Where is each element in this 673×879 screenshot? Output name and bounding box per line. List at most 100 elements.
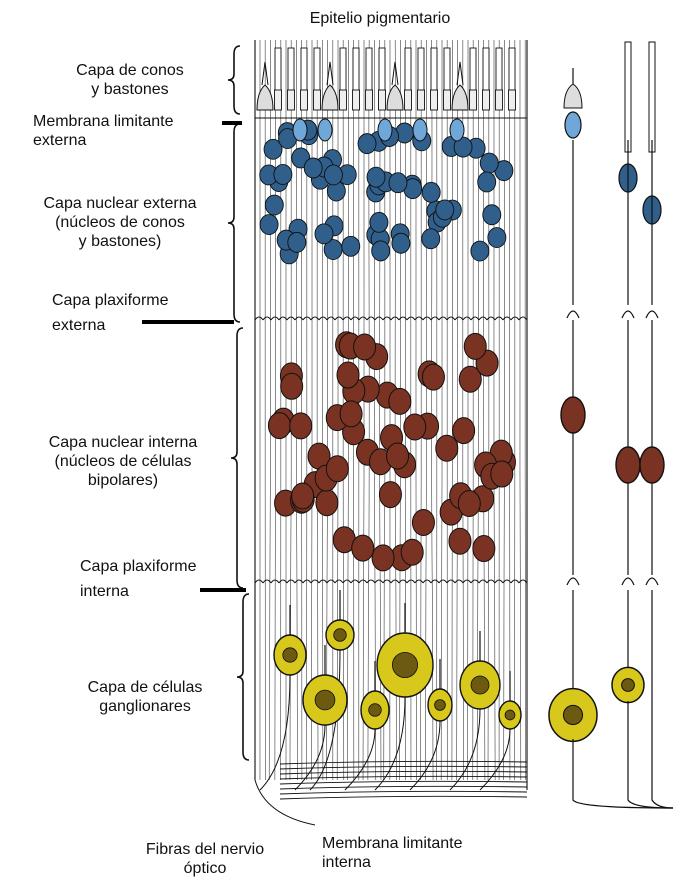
- synaptic-junction: [367, 317, 375, 320]
- rod-nucleus: [274, 164, 292, 184]
- inner-nuclear-layer-label: Capa nuclear interna(núcleos de célulasb…: [18, 433, 228, 490]
- rod-nucleus: [265, 195, 283, 215]
- ganglion-cell-nucleus: [334, 629, 347, 642]
- synaptic-junction: [327, 580, 335, 583]
- synaptic-terminal: [622, 311, 634, 318]
- ganglion-axon: [410, 721, 440, 790]
- rod-inner-segment: [483, 90, 490, 110]
- bipolar-nucleus: [453, 418, 475, 444]
- synaptic-terminal: [567, 311, 579, 318]
- rod-inner-segment: [405, 90, 412, 110]
- synaptic-junction: [391, 580, 399, 583]
- synaptic-junction: [255, 580, 263, 583]
- rod-inner-segment: [431, 90, 438, 110]
- ganglion-cell-nucleus: [392, 652, 417, 677]
- rod-inner-segment: [444, 90, 451, 110]
- muller-fiber: [317, 40, 318, 780]
- layer-brace: [231, 328, 243, 588]
- optic-nerve-fiber: [280, 766, 527, 769]
- ganglion-cell-nucleus: [369, 704, 382, 717]
- ganglion-axon: [450, 709, 480, 790]
- ganglion-cell-nucleus: [471, 676, 489, 694]
- synaptic-junction: [471, 317, 479, 320]
- synaptic-junction: [351, 317, 359, 320]
- synaptic-junction: [431, 317, 439, 320]
- rod-nucleus: [480, 153, 498, 173]
- cone-nucleus: [565, 112, 581, 138]
- synaptic-junction: [463, 580, 471, 583]
- rod-nucleus: [389, 173, 407, 193]
- outer-nuclear-layer-nuclei: [260, 119, 513, 264]
- bipolar-nucleus: [326, 456, 348, 482]
- rod-nucleus: [372, 241, 390, 261]
- bipolar-nucleus: [268, 413, 290, 439]
- synaptic-junction: [375, 580, 383, 583]
- rod-inner-segment: [314, 90, 321, 110]
- bipolar-nucleus: [473, 536, 495, 562]
- synaptic-junction: [375, 317, 383, 320]
- optic-nerve-fibers-label: Fibras del nervioóptico: [120, 840, 290, 878]
- synaptic-junction: [319, 580, 327, 583]
- inner-limiting-membrane-label: Membrana limitanteinterna: [322, 834, 512, 872]
- bipolar-nucleus: [372, 545, 394, 571]
- bipolar-cell-body: [561, 397, 585, 433]
- ganglion-cell-nucleus: [283, 648, 297, 662]
- ganglion-axon: [295, 725, 325, 790]
- synaptic-junction: [287, 580, 295, 583]
- bipolar-nucleus: [316, 490, 338, 516]
- cone-nucleus: [378, 119, 392, 141]
- rod-nucleus: [315, 224, 333, 244]
- bipolar-nucleus: [387, 443, 409, 469]
- synaptic-junction: [359, 580, 367, 583]
- synaptic-terminal: [567, 578, 579, 585]
- ganglion-axon: [628, 701, 673, 808]
- rod-inner-segment: [509, 90, 516, 110]
- layer-brace: [228, 46, 240, 114]
- rod-inner-segment: [353, 90, 360, 110]
- rod-nucleus: [370, 212, 388, 232]
- outer-plexiform-layer-pointer: [142, 320, 234, 324]
- bipolar-nucleus: [412, 509, 434, 535]
- layer-braces: [228, 46, 249, 760]
- rod-nucleus: [367, 167, 385, 187]
- rod-inner-segment: [496, 90, 503, 110]
- ganglion-axon: [573, 739, 673, 808]
- ganglion-cell-nucleus: [622, 679, 635, 692]
- rod-nucleus: [358, 134, 376, 154]
- synaptic-junction: [343, 317, 351, 320]
- synaptic-junction: [479, 317, 487, 320]
- synaptic-junction: [271, 317, 279, 320]
- rod-outer-segment: [649, 42, 655, 152]
- bipolar-nucleus: [337, 362, 359, 388]
- bipolar-nucleus: [464, 333, 486, 359]
- outer-plexiform-layer-label: Capa plaxiformeexterna: [52, 291, 232, 335]
- outer-limiting-membrane-label: Membrana limitanteexterna: [33, 112, 233, 150]
- synaptic-junction: [423, 317, 431, 320]
- bipolar-cell-body: [640, 447, 664, 483]
- rod-nucleus: [392, 233, 410, 253]
- bipolar-nucleus: [281, 373, 303, 399]
- synaptic-junction: [327, 317, 335, 320]
- pigment-epithelium-label: Epitelio pigmentario: [285, 9, 475, 28]
- inner-plexiform-layer-label: Capa plaxiformeinterna: [80, 557, 250, 601]
- bipolar-nucleus: [290, 413, 312, 439]
- bipolar-nucleus: [449, 528, 471, 554]
- bipolar-nucleus: [401, 539, 423, 565]
- synaptic-junction: [455, 317, 463, 320]
- synaptic-junction: [455, 580, 463, 583]
- synaptic-terminal: [622, 578, 634, 585]
- inner-plexiform-layer-pointer: [200, 588, 246, 592]
- optic-nerve-fiber: [280, 791, 527, 794]
- rod-nucleus: [260, 215, 278, 235]
- synaptic-junction: [351, 580, 359, 583]
- bipolar-nucleus: [340, 401, 362, 427]
- rod-nucleus: [483, 205, 501, 225]
- rod-nucleus: [304, 158, 322, 178]
- bipolar-nucleus: [491, 461, 513, 487]
- synaptic-junction: [255, 317, 263, 320]
- rod-nucleus: [488, 228, 506, 248]
- outer-nuclear-layer-label: Capa nuclear externa(núcleos de conosy b…: [15, 194, 225, 251]
- rod-nucleus: [471, 241, 489, 261]
- inner-limiting-membrane-line: [255, 780, 315, 825]
- muller-fiber: [311, 40, 312, 780]
